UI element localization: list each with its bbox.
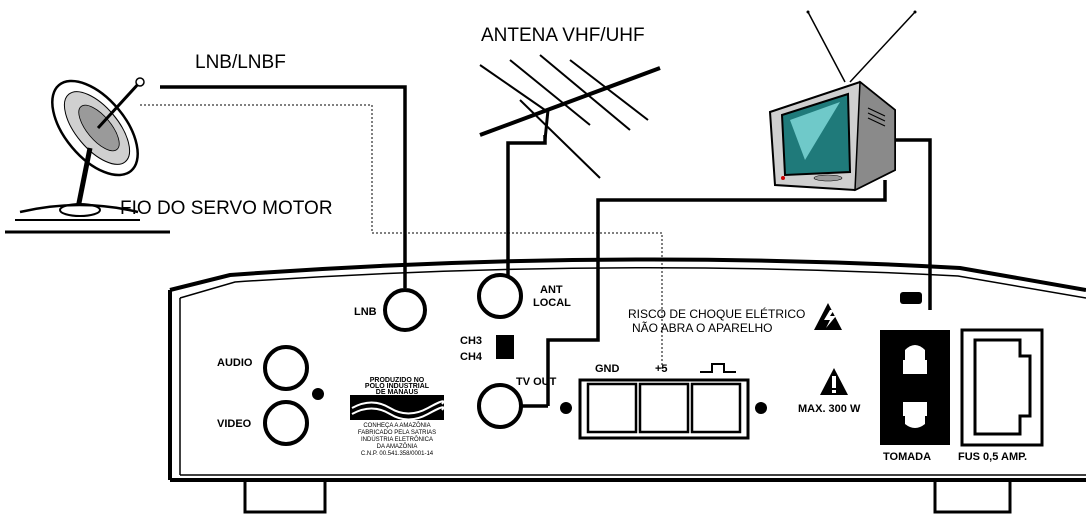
badge-line-1: PRODUZIDO NO (370, 377, 425, 384)
tv-out-label: TV OUT (516, 376, 557, 388)
antenna-icon (479, 54, 661, 179)
plus5-label: +5 (655, 363, 668, 375)
servo-label: FIO DO SERVO MOTOR (120, 198, 333, 219)
power-socket-pin (900, 292, 922, 304)
servo-wire (140, 104, 663, 370)
lnb-connector[interactable] (383, 288, 427, 332)
badge-line-8: C.N.P. 00.541.358/0001-14 (361, 451, 434, 457)
badge-line-4: CONHEÇA A AMAZÔNIA (363, 422, 430, 429)
warning-triangle-icon (820, 368, 848, 395)
television-icon (768, 10, 917, 192)
gnd-label: GND (595, 363, 620, 375)
badge-line-2: POLO INDUSTRIAL (365, 383, 430, 390)
receiver-body (168, 257, 1086, 514)
tomada-label: TOMADA (883, 451, 931, 463)
fuse-label: FUS 0,5 AMP. (958, 451, 1027, 463)
badge-line-3: DE MANAUS (376, 389, 419, 396)
badge-line-5: FABRICADO PELA SATRIAS (358, 430, 436, 436)
video-label: VIDEO (217, 418, 252, 430)
ant-local-connector[interactable] (477, 273, 523, 319)
manaus-badge (350, 395, 445, 421)
ch3-label: CH3 (460, 335, 482, 347)
tv-out-connector[interactable] (477, 383, 523, 429)
channel-switch[interactable] (496, 335, 514, 359)
lnb-cable (160, 85, 407, 288)
tv-out-cable (546, 180, 887, 406)
fuse-holder[interactable] (960, 328, 1044, 447)
max-power-label: MAX. 300 W (798, 403, 861, 415)
ch4-label: CH4 (460, 351, 483, 363)
audio-label: AUDIO (217, 357, 253, 369)
ant-local-label-1: ANT (540, 284, 563, 296)
terminal-block[interactable] (578, 378, 750, 440)
electric-hazard-icon (814, 303, 842, 330)
warning-label-1: RISCO DE CHOQUE ELÉTRICO (628, 306, 805, 321)
lnb-cable-label: LNB/LNBF (195, 52, 286, 73)
ant-local-label-2: LOCAL (533, 297, 571, 309)
lnb-port-label: LNB (354, 306, 377, 318)
badge-line-7: DA AMAZÔNIA (377, 443, 418, 450)
pulse-signal-icon (700, 363, 736, 373)
satellite-dish-icon (5, 77, 170, 234)
warning-label-2: NÃO ABRA O APARELHO (632, 321, 773, 335)
antenna-label: ANTENA VHF/UHF (481, 25, 645, 46)
badge-line-6: INDÚSTRIA ELETRÔNICA (361, 436, 433, 443)
power-outlet[interactable] (880, 330, 950, 445)
video-connector[interactable] (263, 400, 309, 446)
audio-connector[interactable] (263, 345, 309, 391)
power-cable (893, 138, 932, 310)
